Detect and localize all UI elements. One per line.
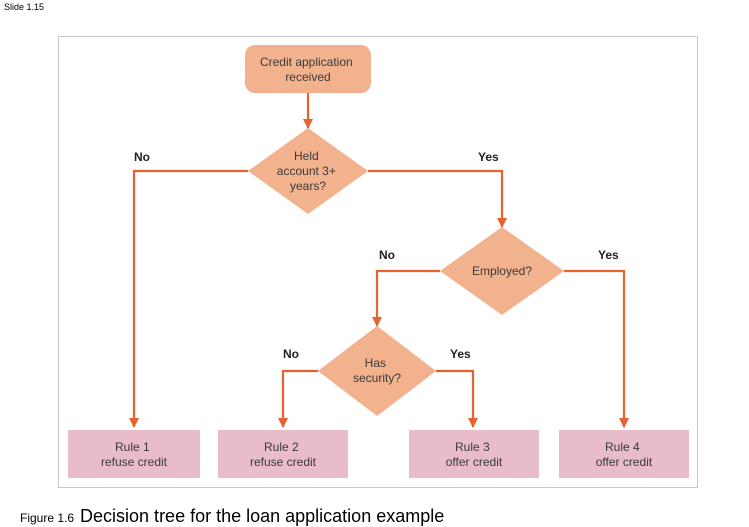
held-line-3: years? xyxy=(290,179,326,193)
rule1-leaf xyxy=(68,430,200,478)
rule2-line-1: Rule 2 xyxy=(264,440,299,454)
figure-caption: Figure 1.6 Decision tree for the loan app… xyxy=(20,506,444,527)
rule4-text: Rule 4 offer credit xyxy=(596,440,653,469)
figure-number: Figure 1.6 xyxy=(20,511,75,525)
start-line-2: received xyxy=(285,70,330,84)
edge-held-yes-to-employed xyxy=(368,169,507,228)
rule3-line-1: Rule 3 xyxy=(455,440,490,454)
caption-text: Decision tree for the loan application e… xyxy=(80,506,445,526)
held-line-1: Held xyxy=(294,149,319,163)
employed-line-1: Employed? xyxy=(472,264,532,278)
rule2-leaf xyxy=(218,430,348,478)
held-yes-label: Yes xyxy=(478,150,499,164)
security-no-label: No xyxy=(283,347,299,361)
security-line-2: security? xyxy=(353,371,401,385)
employed-text: Employed? xyxy=(472,264,532,278)
rule1-line-1: Rule 1 xyxy=(115,440,150,454)
start-node-text: Credit application received xyxy=(260,55,356,84)
edge-held-no-to-rule1 xyxy=(129,169,248,428)
employed-no-label: No xyxy=(379,248,395,262)
rule4-leaf xyxy=(559,430,689,478)
slide-label: Slide 1.15 xyxy=(4,2,45,12)
rule4-line-2: offer credit xyxy=(596,455,653,469)
start-line-1: Credit application xyxy=(260,55,353,69)
has-security-text: Has security? xyxy=(353,356,401,385)
rule4-line-1: Rule 4 xyxy=(605,440,640,454)
rule1-text: Rule 1 refuse credit xyxy=(101,440,168,469)
employed-decision xyxy=(440,227,564,315)
edge-security-yes-to-rule3 xyxy=(436,369,478,428)
edge-employed-no-to-security xyxy=(372,269,440,327)
security-yes-label: Yes xyxy=(450,347,471,361)
rule2-text: Rule 2 refuse credit xyxy=(250,440,317,469)
start-node xyxy=(245,45,371,93)
security-line-1: Has xyxy=(365,356,386,370)
edge-employed-yes-to-rule4 xyxy=(564,269,629,428)
edge-security-no-to-rule2 xyxy=(278,369,318,428)
rule3-leaf xyxy=(409,430,539,478)
held-line-2: account 3+ xyxy=(277,164,336,178)
held-account-text: Held account 3+ years? xyxy=(277,149,339,193)
rule3-line-2: offer credit xyxy=(446,455,503,469)
employed-yes-label: Yes xyxy=(598,248,619,262)
rule1-line-2: refuse credit xyxy=(101,455,168,469)
has-security-decision xyxy=(318,326,436,416)
held-no-label: No xyxy=(134,150,150,164)
rule3-text: Rule 3 offer credit xyxy=(446,440,503,469)
rule2-line-2: refuse credit xyxy=(250,455,317,469)
held-account-decision xyxy=(248,128,368,214)
